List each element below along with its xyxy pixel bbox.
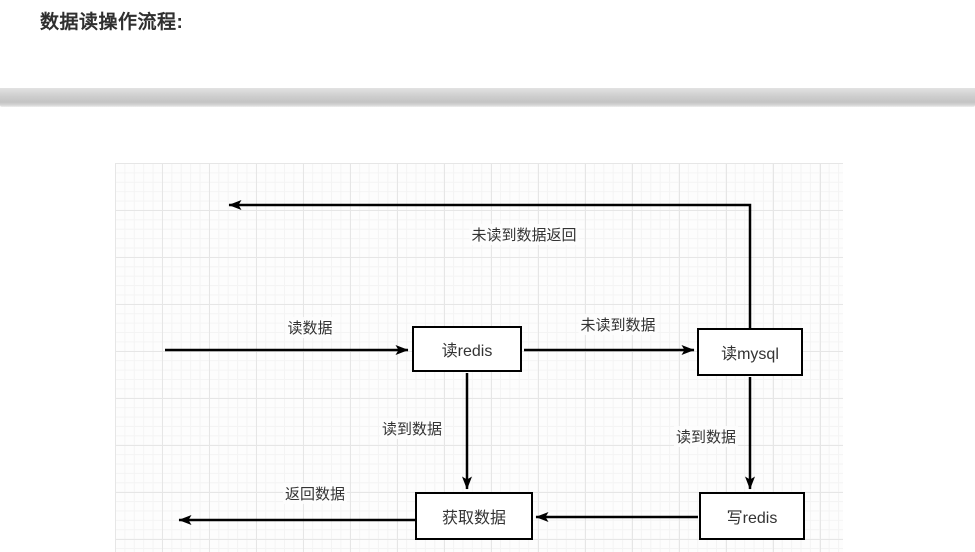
flowchart-edges-layer: [165, 200, 755, 525]
edge-label-not-read: 未读到数据: [578, 314, 658, 335]
horizontal-divider: [0, 88, 975, 107]
node-read-mysql: 读mysql: [697, 328, 803, 376]
node-write-redis: 写redis: [699, 492, 805, 540]
node-read-redis: 读redis: [412, 326, 522, 372]
node-get-data-label: 获取数据: [441, 510, 506, 527]
edge-label-read-ok-left: 读到数据: [379, 418, 445, 439]
node-read-mysql-label: 读mysql: [721, 346, 779, 363]
edge-label-read-ok-right: 读到数据: [673, 426, 739, 447]
node-write-redis-label: 写redis: [726, 510, 778, 527]
edge-label-not-read-return: 未读到数据返回: [469, 224, 579, 245]
edge-label-return-data: 返回数据: [282, 483, 348, 504]
edge-label-read-data: 读数据: [285, 317, 335, 338]
edge-read-mysql-return-top: [228, 200, 752, 328]
node-get-data: 获取数据: [415, 492, 533, 540]
page-title: 数据读操作流程:: [40, 12, 184, 33]
node-read-redis-label: 读redis: [441, 343, 493, 360]
flowchart-canvas: 读redis 读mysql 获取数据 写redis 读数据 未读到数据 未读到数…: [115, 163, 843, 552]
